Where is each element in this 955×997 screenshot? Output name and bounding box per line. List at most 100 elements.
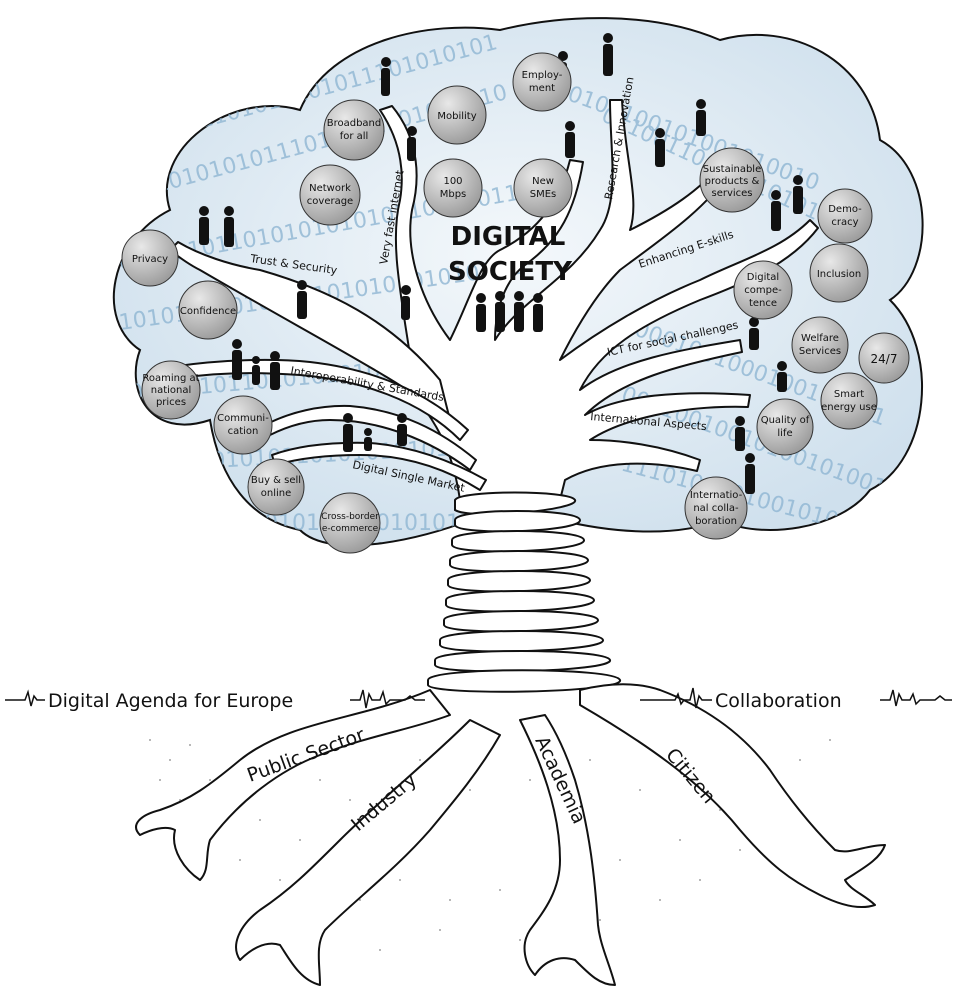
apple-roaming: Roaming at national prices [141,360,201,420]
apple-network-coverage: Network coverage [299,164,361,226]
person-figure [771,190,781,231]
person-figure [401,285,411,320]
person-figure [252,356,260,385]
svg-text:Network: Network [309,183,351,194]
trunk-coils [427,491,622,693]
svg-text:Privacy: Privacy [132,254,168,265]
apple-sustainable: Sustainable products & services [699,147,765,213]
svg-text:ment: ment [529,83,555,94]
apple-welfare-services: Welfare Services [791,316,849,374]
svg-text:24/7: 24/7 [871,352,898,366]
ground-soil [149,739,831,951]
svg-text:Internatio-: Internatio- [690,490,743,501]
apple-employment: Employ- ment [512,52,572,112]
person-figure [224,206,234,247]
person-figure [793,175,803,214]
svg-text:services: services [711,188,752,199]
person-figure [397,413,407,446]
svg-text:coverage: coverage [307,196,353,207]
apple-broadband: Broadband for all [323,99,385,161]
apple-smart-energy: Smart energy use [820,372,878,430]
svg-text:100: 100 [443,176,462,187]
person-figure [297,280,307,319]
apple-mobility: Mobility [427,85,487,145]
ground-label-right: Collaboration [715,690,842,712]
apple-new-smes: New SMEs [513,158,573,218]
person-figure [745,453,755,494]
svg-text:Welfare: Welfare [801,333,839,344]
svg-text:Communi-: Communi- [217,413,269,424]
person-figure [749,317,759,350]
person-figure [603,33,613,76]
svg-text:Smart: Smart [834,389,864,400]
person-figure [655,128,665,167]
apple-democracy: Demo- cracy [817,188,873,244]
svg-text:Roaming at: Roaming at [142,373,199,384]
svg-text:Services: Services [799,346,841,357]
apple-communication: Communi- cation [213,395,273,455]
title-line-1: DIGITAL [451,222,566,252]
person-figure [343,413,353,452]
apple-buy-sell-online: Buy & sell online [247,458,305,516]
title-line-2: SOCIETY [448,257,573,287]
svg-text:Cross-border: Cross-border [321,512,379,522]
ground-label-left: Digital Agenda for Europe [48,690,293,712]
person-figure [270,351,280,390]
svg-text:cation: cation [228,426,259,437]
svg-text:Quality of: Quality of [761,415,810,426]
apple-24-7: 24/7 [858,332,910,384]
svg-text:for all: for all [340,131,369,142]
svg-text:boration: boration [695,516,737,527]
person-figure [696,99,706,136]
person-figure [381,57,391,96]
apple-100-mbps: 100 Mbps [423,158,483,218]
apple-inclusion: Inclusion [809,243,869,303]
person-figure [232,339,242,380]
svg-text:Mobility: Mobility [437,111,476,122]
apple-international-collaboration: Internatio- nal colla- boration [684,476,748,540]
person-figure [199,206,209,245]
root-industry [235,719,501,986]
person-figure [777,361,787,392]
svg-text:Buy & sell: Buy & sell [251,475,301,486]
svg-text:cracy: cracy [831,217,858,228]
apple-confidence: Confidence [178,280,238,340]
svg-text:energy use: energy use [821,402,877,413]
svg-text:Sustainable: Sustainable [703,164,761,175]
svg-text:Demo-: Demo- [828,204,862,215]
svg-text:e-commerce: e-commerce [322,524,379,534]
root-public-sector [135,689,451,881]
person-figure [735,416,745,451]
svg-text:Employ-: Employ- [522,70,563,81]
svg-text:life: life [777,428,792,439]
apple-cross-border: Cross-border e-commerce [319,492,381,554]
svg-text:compe-: compe- [744,285,782,296]
svg-text:national: national [151,385,192,396]
root-citizen [579,683,886,908]
person-figure [364,428,372,451]
person-figure [565,121,575,158]
tree-trunk-and-branches [169,99,819,501]
svg-text:tence: tence [749,298,777,309]
svg-text:Confidence: Confidence [180,306,236,317]
tree-roots [135,683,886,986]
svg-text:Broadband: Broadband [327,118,382,129]
svg-text:Inclusion: Inclusion [817,269,861,280]
person-figure-group-center [476,291,543,332]
svg-text:SMEs: SMEs [530,189,557,200]
svg-text:online: online [261,488,292,499]
person-figure [407,126,417,161]
svg-text:Digital: Digital [747,272,779,283]
svg-text:prices: prices [156,397,186,408]
apple-privacy: Privacy [121,229,179,287]
svg-text:products &: products & [705,176,760,187]
apple-quality-of-life: Quality of life [756,398,814,456]
people-figures [199,33,803,494]
svg-text:New: New [532,176,554,187]
svg-text:Mbps: Mbps [440,189,467,200]
apple-digital-competence: Digital compe- tence [733,260,793,320]
root-academia [519,714,616,986]
ground-line [5,687,952,709]
svg-text:nal colla-: nal colla- [693,503,739,514]
